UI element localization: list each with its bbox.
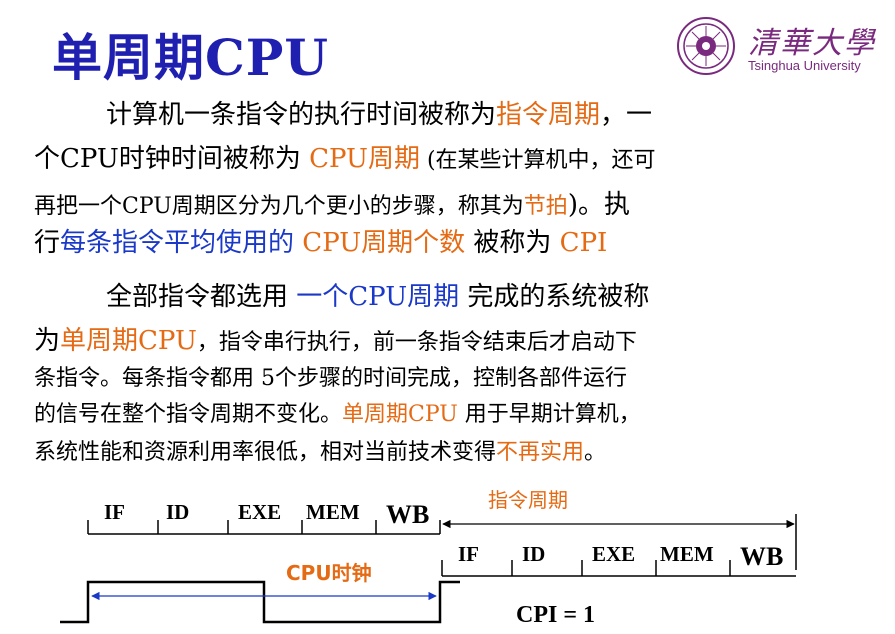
para2-line3: 条指令。每条指令都用 5个步骤的时间完成，控制各部件运行 [34,366,627,391]
stage-1-id: ID [166,500,189,524]
term-one-cpu-cycle: 一个CPU周期 [296,282,460,312]
para1-line1: 计算机一条指令的执行时间被称为指令周期，一 [34,94,652,131]
term-instruction-cycle: 指令周期 [496,100,601,130]
para1-line3: 再把一个CPU周期区分为几个更小的步骤，称其为节拍)。执 [34,184,630,221]
stage-2-if: IF [458,542,479,566]
text: 完成的系统被称 [459,282,650,312]
stage-2-exe: EXE [592,542,635,566]
para1-line4: 行每条指令平均使用的 CPU周期个数 被称为 CPI [34,222,607,259]
tsinghua-logo: 清華大學 Tsinghua University [676,14,876,82]
term-beat: 节拍 [523,194,568,219]
para2-line1: 全部指令都选用 一个CPU周期 完成的系统被称 [34,276,649,313]
stage-2-id: ID [522,542,545,566]
text: 个CPU时钟时间被称为 [34,144,310,174]
term-single-cycle-cpu: 单周期CPU [60,326,197,356]
term-cpu-cycle-count: CPU周期个数 [294,228,466,258]
term-cpu-cycle: CPU周期 [309,144,420,174]
para2-line4: 的信号在整个指令周期不变化。单周期CPU 用于早期计算机， [34,396,641,428]
cpu-clock-label: CPU时钟 [286,561,372,585]
stage-2-mem: MEM [660,542,714,566]
text: 被称为 [465,228,560,258]
instruction-cycle-label: 指令周期 [488,488,568,512]
term-per-instruction: 每条指令平均使用的 [60,228,295,258]
text: 行 [34,228,61,258]
term-no-longer-practical: 不再实用 [496,440,585,465]
tsinghua-seal-icon [677,17,735,75]
stage-1-wb: WB [386,500,429,529]
text: ，一 [600,100,653,130]
stage-1-if: IF [104,500,125,524]
text: 。 [584,440,607,465]
text: )。执 [567,190,630,220]
text: 计算机一条指令的执行时间被称为 [106,100,497,130]
stage-1-exe: EXE [238,500,281,524]
text: (在某些计算机中，还可 [419,148,656,173]
logo-english-name: Tsinghua University [748,58,861,73]
cpi-label: CPI = 1 [516,602,595,628]
stage-1-mem: MEM [306,500,360,524]
text: 全部指令都选用 [106,282,297,312]
text: 的信号在整个指令周期不变化。 [34,402,343,427]
stage-2-wb: WB [740,542,783,571]
page-title: 单周期CPU [52,28,329,87]
text: 再把一个CPU周期区分为几个更小的步骤，称其为 [34,194,524,219]
para2-line5: 系统性能和资源利用率很低，相对当前技术变得不再实用。 [34,434,606,466]
para2-line2: 为单周期CPU，指令串行执行，前一条指令结束后才启动下 [34,320,637,357]
term-single-cycle-cpu-2: 单周期CPU [342,402,458,427]
timing-diagram: IF ID EXE MEM WB 指令周期 IF ID EXE MEM WB C… [60,488,797,628]
instruction-2-stages [441,560,796,577]
cpu-clock-waveform [60,580,460,624]
text: 系统性能和资源利用率很低，相对当前技术变得 [34,440,497,465]
logo-chinese-name: 清華大學 [748,26,876,61]
term-cpi: CPI [559,228,608,258]
text: 用于早期计算机， [457,402,641,427]
text: ，指令串行执行，前一条指令结束后才启动下 [196,330,637,355]
text: 为 [34,326,61,356]
instruction-1-stages [87,520,441,535]
para1-line2: 个CPU时钟时间被称为 CPU周期 (在某些计算机中，还可 [34,138,656,175]
